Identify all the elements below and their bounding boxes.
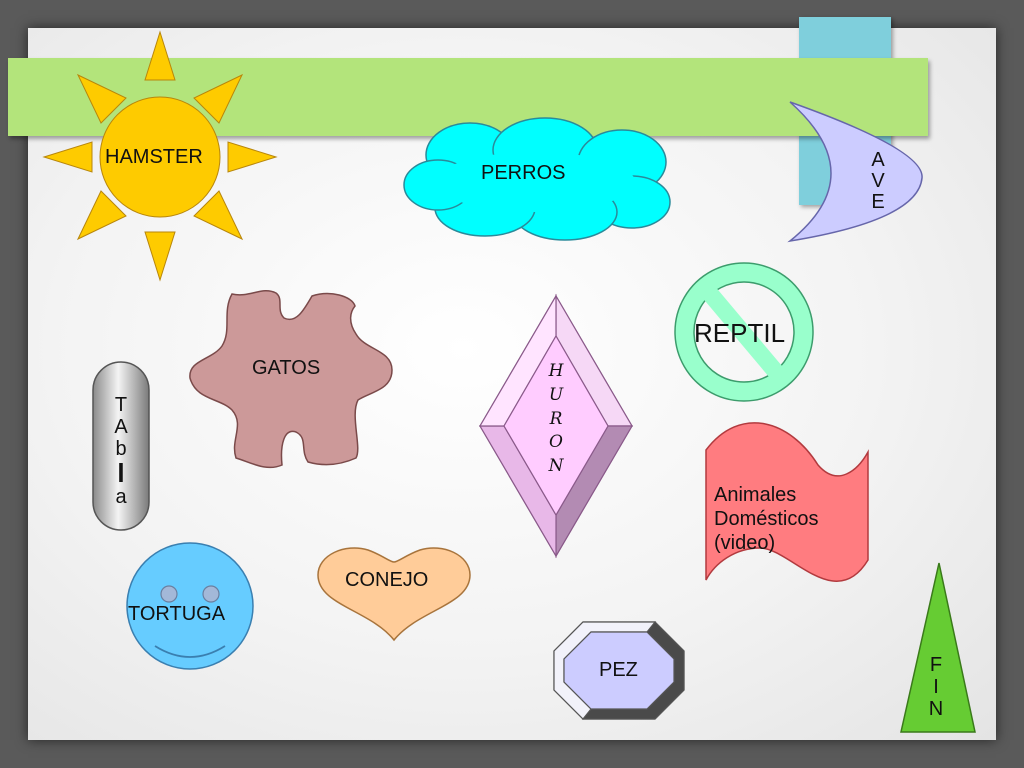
fin-letter: I: [933, 676, 939, 698]
flag-line: Animales: [714, 484, 797, 506]
animales-domesticos-label: Animales Domésticos (video): [714, 483, 818, 555]
tabla-letter: b: [115, 438, 127, 460]
sun-icon[interactable]: [42, 30, 278, 282]
fin-letter: F: [929, 654, 943, 676]
fin-letter: N: [928, 698, 944, 720]
moon-icon[interactable]: [787, 101, 923, 243]
huron-letter: U: [548, 384, 564, 405]
diamond-icon[interactable]: [478, 293, 634, 559]
reptil-label: REPTIL: [694, 318, 786, 348]
octagon-bevel-icon[interactable]: [553, 621, 685, 720]
flag-line: (video): [714, 532, 776, 554]
conejo-label: CONEJO: [345, 569, 429, 591]
hamster-label: HAMSTER: [105, 146, 203, 168]
tabla-label: T A b l a: [109, 394, 133, 508]
cloud-icon[interactable]: [403, 117, 671, 241]
huron-letter: R: [549, 408, 563, 429]
fin-label: F I N: [926, 654, 946, 720]
triangle-icon[interactable]: [900, 562, 976, 733]
huron-letter: O: [549, 432, 563, 453]
tabla-letter: a: [115, 486, 127, 508]
ave-letter: V: [871, 170, 885, 192]
gatos-label: GATOS: [252, 357, 321, 379]
ave-letter: A: [871, 149, 885, 171]
huron-letter: H: [548, 361, 564, 381]
huron-letter: N: [548, 456, 564, 477]
pez-label: PEZ: [599, 659, 638, 681]
tortuga-label: TORTUGA: [128, 603, 226, 625]
ave-letter: E: [871, 191, 885, 213]
flag-line: Domésticos: [714, 508, 819, 530]
smiley-face-icon[interactable]: [126, 542, 254, 670]
tabla-letter: A: [114, 416, 128, 438]
cylinder-icon[interactable]: [92, 361, 150, 531]
heart-icon[interactable]: [317, 547, 471, 642]
puzzle-piece-icon[interactable]: [189, 290, 393, 469]
no-symbol-icon[interactable]: [674, 262, 814, 402]
perros-label: PERROS: [481, 162, 566, 184]
tabla-letter: T: [114, 394, 128, 416]
huron-label: H U R O N: [544, 360, 568, 479]
ave-label: A V E: [868, 150, 888, 213]
wave-flag-icon[interactable]: [705, 422, 869, 582]
tabla-letter: l: [117, 458, 125, 488]
